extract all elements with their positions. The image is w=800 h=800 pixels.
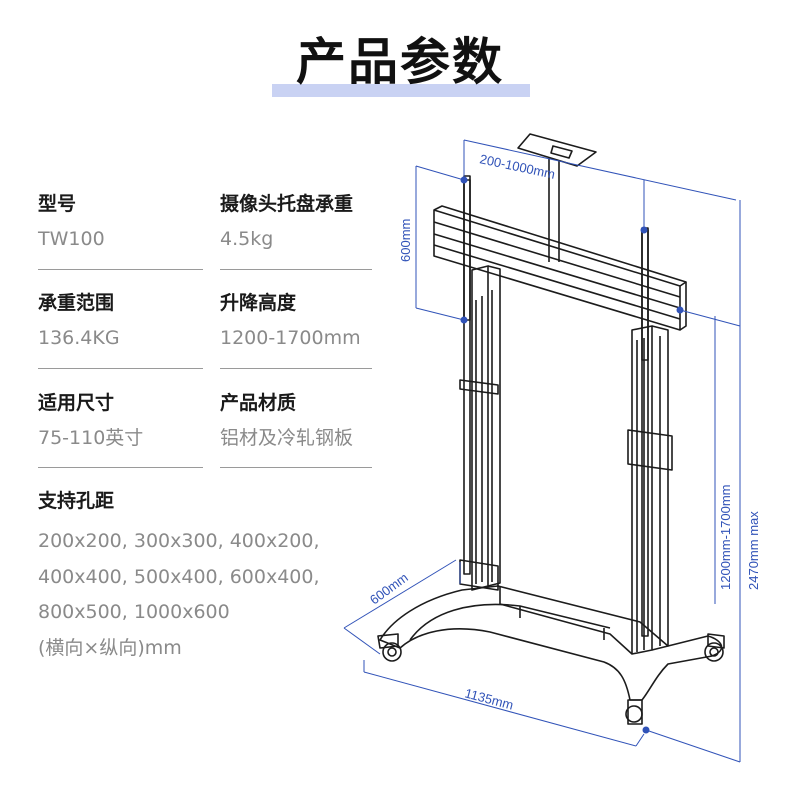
dim-bracket-height-bottom: [415, 307, 465, 321]
left-column-front: [471, 265, 489, 591]
spec-label: 摄像头托盘承重: [220, 193, 354, 215]
dim-base-width-right-tick: [635, 733, 645, 747]
divider: [220, 368, 372, 369]
camera-pole: [548, 158, 560, 262]
dimension-lines: [343, 139, 741, 763]
dim-bracket-right-ext: [679, 309, 741, 327]
spec-model: 型号 TW100: [38, 191, 105, 252]
dim-max-height-label: 2470mm max: [746, 511, 761, 590]
hole-spacing-line: (横向×纵向)mm: [38, 636, 182, 659]
dim-tray-width-line: [463, 139, 737, 201]
dim-lift-height-label: 1200mm-1700mm: [718, 485, 733, 591]
tv-bracket-top: [433, 205, 687, 287]
dim-base-width-label: 1135mm: [463, 685, 515, 712]
tv-bracket-end: [679, 282, 687, 331]
hole-spacing-line: 400x400, 500x400, 600x400,: [38, 565, 320, 588]
divider: [38, 269, 203, 270]
spec-value: 136.4KG: [38, 327, 120, 349]
spec-label: 型号: [38, 193, 77, 215]
left-column-collar: [459, 379, 499, 395]
base-crossbar-edges: [519, 606, 605, 640]
title-underline: [272, 84, 530, 97]
dim-point: [642, 726, 650, 734]
caster-front-right: [625, 699, 643, 725]
right-column-ribs: [636, 336, 661, 652]
stand-outline: [377, 133, 725, 725]
dim-bottom-ext: [645, 729, 741, 763]
spec-value: 铝材及冷轧钢板: [220, 427, 354, 449]
caster-front-left: [377, 633, 402, 662]
right-vesa-arm: [641, 229, 649, 361]
dim-point: [460, 316, 468, 324]
left-vesa-arm: [463, 179, 471, 321]
hole-spacing-line: 800x500, 1000x600: [38, 601, 230, 623]
dim-bracket-height-label: 600mm: [398, 219, 413, 262]
dim-base-depth-label: 600mm: [367, 570, 411, 608]
spec-value: TW100: [38, 228, 105, 250]
left-upright-inner: [463, 175, 471, 575]
spec-label: 适用尺寸: [38, 392, 115, 414]
spec-label: 升降高度: [220, 292, 297, 314]
base-crossbar: [499, 586, 633, 655]
spec-label: 承重范围: [38, 292, 115, 314]
hole-spacing-line: 200x200, 300x300, 400x200,: [38, 530, 320, 552]
dim-base-width-line: [363, 671, 637, 747]
left-column-side: [487, 265, 501, 587]
dim-point: [676, 306, 684, 314]
spec-material: 产品材质 铝材及冷轧钢板: [220, 390, 353, 451]
camera-tray: [517, 133, 597, 167]
divider: [38, 368, 203, 369]
hole-spacing-label: 支持孔距: [38, 490, 115, 512]
spec-value: 1200-1700mm: [220, 327, 361, 349]
spec-camera-tray-load: 摄像头托盘承重 4.5kg: [220, 191, 353, 252]
base-inner-curve: [409, 603, 611, 641]
spec-label: 产品材质: [220, 392, 297, 414]
dim-base-depth-line: [343, 559, 457, 629]
spec-lift-height: 升降高度 1200-1700mm: [220, 290, 361, 351]
divider: [220, 269, 372, 270]
title-block: 产品参数: [0, 22, 800, 102]
divider: [38, 467, 203, 468]
divider: [220, 467, 372, 468]
right-column-side: [651, 325, 669, 651]
hole-spacing-section: 支持孔距 200x200, 300x300, 400x200, 400x400,…: [38, 488, 378, 666]
right-column-collar: [627, 429, 673, 471]
left-column-ribs: [475, 290, 493, 584]
spec-load-range: 承重范围 136.4KG: [38, 290, 120, 351]
camera-tray-slot: [550, 145, 573, 159]
caster-back-right: [704, 633, 725, 662]
tv-bracket-channels: [433, 221, 681, 320]
dim-point: [640, 226, 648, 234]
spec-screen-size: 适用尺寸 75-110英寸: [38, 390, 143, 451]
spec-value: 4.5kg: [220, 228, 274, 250]
dim-base-depth-lower: [343, 627, 381, 655]
page-title: 产品参数: [296, 33, 504, 91]
spec-value: 75-110英寸: [38, 427, 144, 449]
stand-base: [379, 585, 723, 701]
dim-bracket-height-top: [415, 165, 465, 181]
